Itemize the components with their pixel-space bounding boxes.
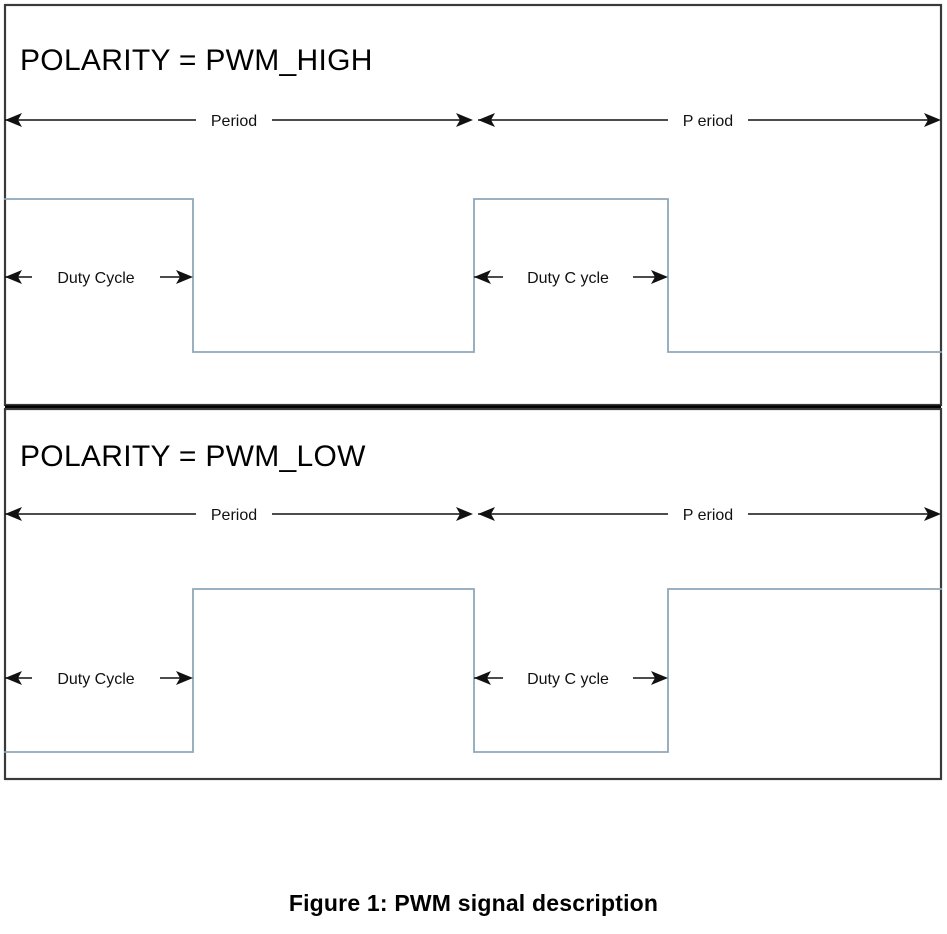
period-2-high-label: P eriod	[683, 113, 733, 130]
period-dimension-1-high: Period	[5, 113, 473, 130]
panel-pwm-low: POLARITY = PWM_LOW Period P eriod	[3, 407, 943, 781]
period-dimension-2-low: P eriod	[478, 507, 941, 524]
period-dimension-1-low: Period	[5, 507, 473, 524]
period-1-high-label: Period	[211, 113, 257, 130]
duty-dimension-2-high: Duty C ycle	[474, 270, 668, 287]
figure-caption: Figure 1: PWM signal description	[288, 890, 659, 916]
period-1-low-label: Period	[211, 507, 257, 524]
period-dimension-2-high: P eriod	[478, 113, 941, 130]
duty-dimension-1-high: Duty Cycle	[5, 270, 193, 287]
duty-1-low-label: Duty Cycle	[57, 671, 134, 688]
pwm-diagram: POLARITY = PWM_HIGH Period P eriod	[3, 3, 943, 781]
waveform-pwm-high	[4, 198, 942, 353]
duty-2-low-label: Duty C ycle	[527, 671, 609, 688]
panel-pwm-high-title: POLARITY = PWM_HIGH	[20, 44, 373, 77]
panel-pwm-high: POLARITY = PWM_HIGH Period P eriod	[3, 3, 943, 407]
duty-2-high-label: Duty C ycle	[527, 270, 609, 287]
panel-pwm-low-title: POLARITY = PWM_LOW	[20, 440, 366, 473]
panel-pwm-low-border	[3, 407, 943, 781]
duty-dimension-1-low: Duty Cycle	[5, 671, 193, 688]
panel-pwm-high-border	[3, 3, 943, 407]
duty-1-high-label: Duty Cycle	[57, 270, 134, 287]
duty-dimension-2-low: Duty C ycle	[474, 671, 668, 688]
waveform-pwm-low	[4, 588, 942, 753]
period-2-low-label: P eriod	[683, 507, 733, 524]
